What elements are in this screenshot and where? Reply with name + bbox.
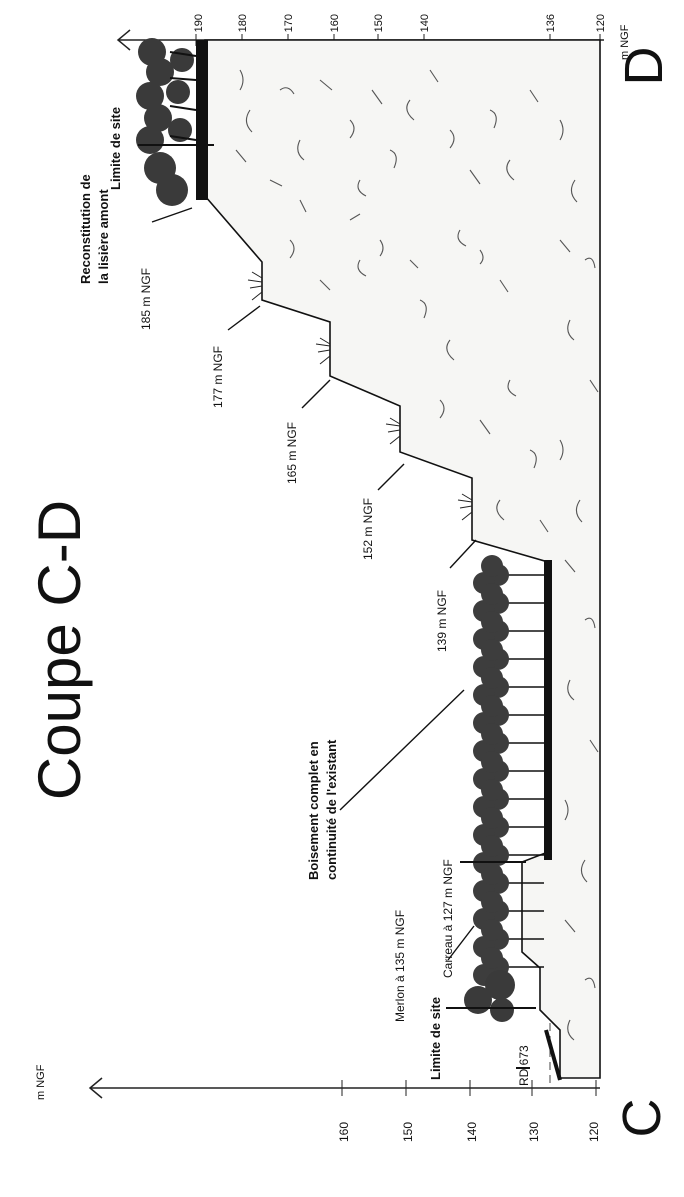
- section-title: Coupe C-D: [26, 500, 93, 800]
- reconstitution-label-line2: la lisière amont: [96, 189, 111, 284]
- level-177-label: 177 m NGF: [211, 346, 225, 408]
- rd-label: RD 673: [517, 1045, 531, 1086]
- level-165-label: 165 m NGF: [285, 422, 299, 484]
- tree-crown: [481, 611, 503, 633]
- tree-crown: [481, 919, 503, 941]
- tree-crown: [481, 639, 503, 661]
- left-tick-label: 130: [527, 1122, 541, 1142]
- right-axis-unit: m NGF: [619, 24, 631, 60]
- reconstitution-label-line1: Reconstitution de: [78, 174, 93, 284]
- tree-crown: [481, 555, 503, 577]
- left-axis-unit: m NGF: [35, 1064, 47, 1100]
- point-c-label: C: [612, 1099, 672, 1138]
- tree-crown: [481, 863, 503, 885]
- site-limit-right-label: Limite de site: [108, 107, 123, 190]
- right-tick-label: 150: [373, 14, 385, 32]
- tree-crown: [481, 807, 503, 829]
- level-185-label: 185 m NGF: [139, 268, 153, 330]
- merlon-label: Merlon à 135 m NGF: [393, 910, 407, 1022]
- leader-lines: [151, 207, 477, 961]
- level-139-label: 139 m NGF: [435, 590, 449, 652]
- left-tick-label: 160: [337, 1122, 351, 1142]
- tree-crown: [481, 667, 503, 689]
- tree-crown: [481, 835, 503, 857]
- site-limit-left-label: Limite de site: [428, 997, 443, 1080]
- road-platform: [544, 1029, 562, 1081]
- left-tick-label: 140: [465, 1122, 479, 1142]
- tree-crown: [481, 947, 503, 969]
- boisement-label-line1: Boisement complet en: [306, 741, 321, 880]
- tree-crown: [481, 583, 503, 605]
- left-edge-forest: [464, 970, 515, 1022]
- upper-forest: [136, 38, 208, 206]
- right-tick-label: 170: [283, 14, 295, 32]
- point-d-label: D: [614, 47, 674, 86]
- tree-crown: [481, 751, 503, 773]
- tree-crown: [481, 723, 503, 745]
- left-axis-ticks: 160 150 140 130 120: [337, 1080, 601, 1142]
- right-tick-label: 190: [193, 14, 205, 32]
- right-tick-label: 136: [545, 14, 557, 32]
- right-axis-ticks: 190 180 170 160 150 140 136 120: [193, 14, 607, 46]
- boisement-label-line2: continuité de l'existant: [324, 739, 339, 880]
- right-tick-label: 120: [595, 14, 607, 32]
- right-tick-label: 180: [237, 14, 249, 32]
- terrain-profile: [204, 39, 601, 1079]
- left-tick-label: 150: [401, 1122, 415, 1142]
- lower-forest: [473, 555, 552, 986]
- right-tick-label: 160: [329, 14, 341, 32]
- level-152-label: 152 m NGF: [361, 498, 375, 560]
- bench-shrubs: [247, 271, 473, 521]
- right-tick-label: 140: [419, 14, 431, 32]
- carreau-label: Carreau à 127 m NGF: [441, 859, 455, 978]
- tree-crown: [481, 695, 503, 717]
- left-tick-label: 120: [587, 1122, 601, 1142]
- rock-texture: [235, 69, 599, 1041]
- tree-crown: [481, 779, 503, 801]
- tree-crown: [481, 891, 503, 913]
- left-axis: m NGF 160 150 140 130 120: [35, 1064, 601, 1142]
